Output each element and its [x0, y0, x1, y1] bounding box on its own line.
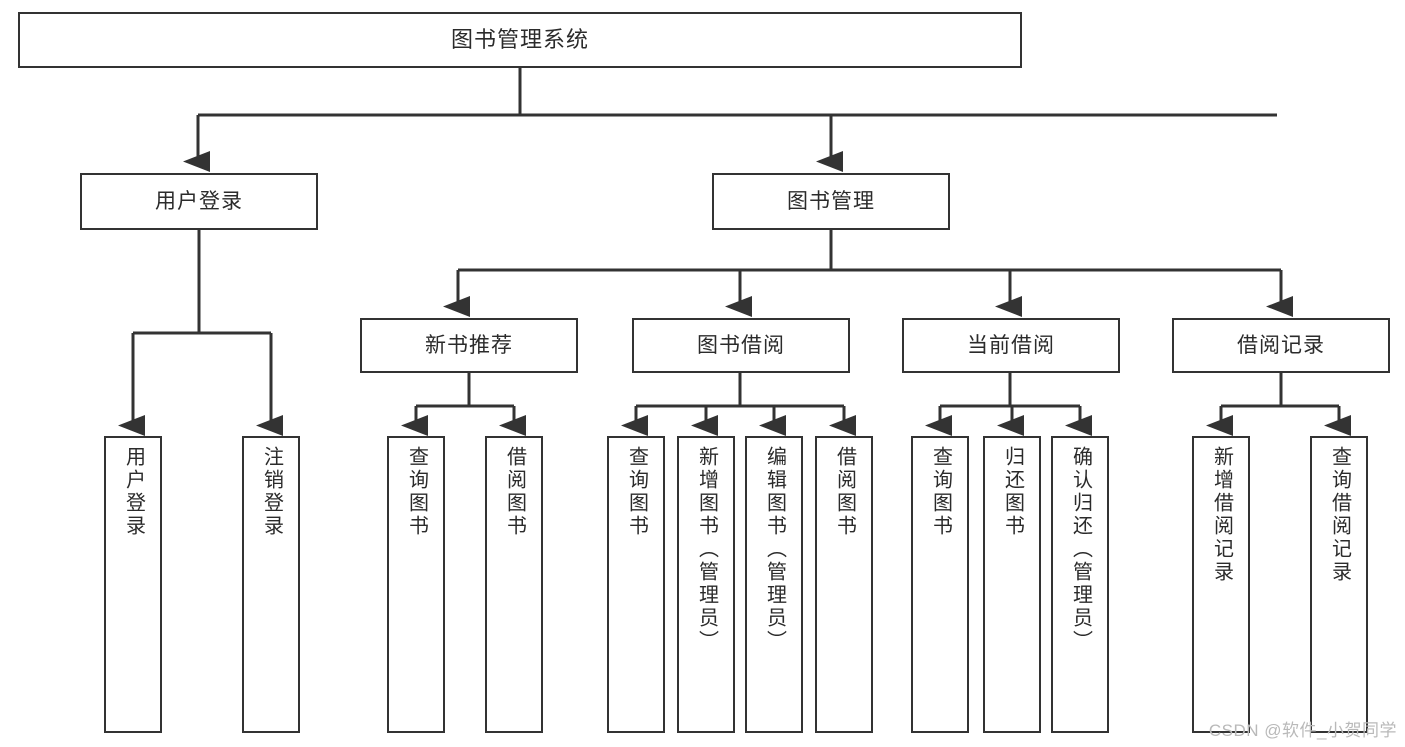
node-label: 用户登录 [155, 189, 243, 213]
node-new-book-recommendation[interactable]: 新书推荐 [360, 318, 578, 373]
node-label: 图书管理系统 [450, 26, 589, 52]
leaf-node-edit-book-admin[interactable]: 编辑图书（管理员） [745, 436, 803, 733]
leaf-label: 借阅图书 [833, 446, 856, 538]
node-label: 图书借阅 [697, 333, 785, 357]
node-label: 当前借阅 [967, 333, 1055, 357]
node-current-borrowing[interactable]: 当前借阅 [902, 318, 1120, 373]
node-label: 借阅记录 [1237, 333, 1325, 357]
leaf-label: 新增图书（管理员） [695, 446, 718, 653]
node-label: 新书推荐 [425, 333, 513, 357]
leaf-node-query-book-borrow[interactable]: 查询图书 [607, 436, 665, 733]
leaf-label: 确认归还（管理员） [1069, 446, 1092, 653]
leaf-label: 查询图书 [625, 446, 648, 538]
node-label: 图书管理 [787, 189, 875, 213]
leaf-label: 查询借阅记录 [1328, 446, 1351, 584]
leaf-node-user-login[interactable]: 用户登录 [104, 436, 162, 733]
node-user-login[interactable]: 用户登录 [80, 173, 318, 230]
leaf-node-return-book[interactable]: 归还图书 [983, 436, 1041, 733]
leaf-label: 归还图书 [1001, 446, 1024, 538]
leaf-label: 编辑图书（管理员） [763, 446, 786, 653]
leaf-node-user-logout[interactable]: 注销登录 [242, 436, 300, 733]
leaf-node-query-book-recommend[interactable]: 查询图书 [387, 436, 445, 733]
node-root-book-management-system[interactable]: 图书管理系统 [18, 12, 1022, 68]
leaf-label: 新增借阅记录 [1210, 446, 1233, 584]
csdn-watermark: CSDN @软件_小贺同学 [1208, 721, 1397, 740]
leaf-label: 用户登录 [122, 446, 145, 538]
leaf-node-query-borrow-record[interactable]: 查询借阅记录 [1310, 436, 1368, 733]
leaf-node-query-book-current[interactable]: 查询图书 [911, 436, 969, 733]
node-book-borrowing[interactable]: 图书借阅 [632, 318, 850, 373]
leaf-node-borrow-book-recommend[interactable]: 借阅图书 [485, 436, 543, 733]
leaf-label: 查询图书 [929, 446, 952, 538]
leaf-node-add-borrow-record[interactable]: 新增借阅记录 [1192, 436, 1250, 733]
leaf-label: 借阅图书 [503, 446, 526, 538]
node-book-management[interactable]: 图书管理 [712, 173, 950, 230]
leaf-label: 注销登录 [260, 446, 283, 538]
leaf-node-borrow-book[interactable]: 借阅图书 [815, 436, 873, 733]
leaf-node-confirm-return-admin[interactable]: 确认归还（管理员） [1051, 436, 1109, 733]
leaf-node-add-book-admin[interactable]: 新增图书（管理员） [677, 436, 735, 733]
leaf-label: 查询图书 [405, 446, 428, 538]
node-borrowing-record[interactable]: 借阅记录 [1172, 318, 1390, 373]
